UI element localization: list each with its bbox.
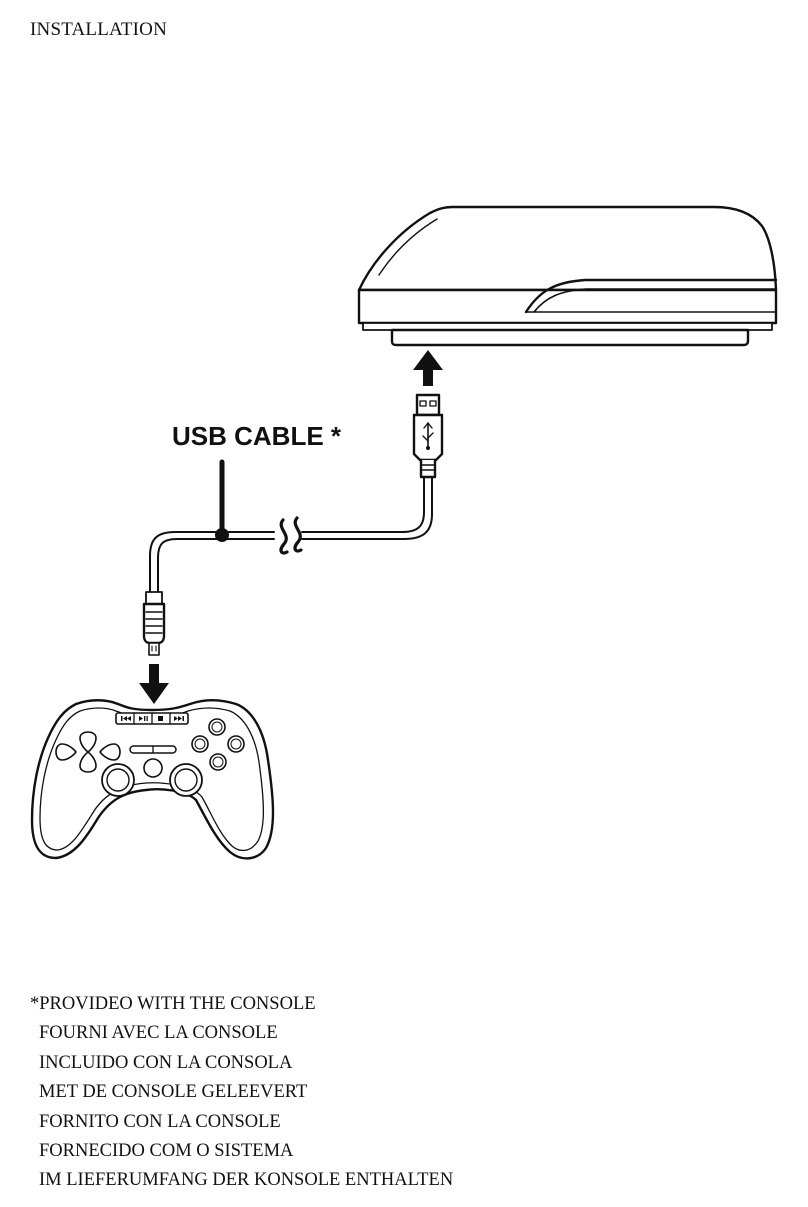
right-thumbstick-icon [169, 763, 203, 797]
stop-icon [158, 716, 163, 721]
note-line: FORNECIDO COM O SISTEMA [39, 1141, 294, 1162]
usb-cable-label: USB CABLE * [172, 421, 342, 451]
dpad-icon [55, 731, 121, 773]
left-thumbstick-icon [101, 763, 135, 797]
note-line: FORNITO CON LA CONSOLE [39, 1111, 281, 1132]
previous-track-icon [121, 716, 131, 721]
note-line: *PROVIDEO WITH THE CONSOLE [30, 994, 316, 1014]
next-track-icon [174, 716, 184, 721]
mini-usb-plug-icon [142, 591, 166, 656]
console-icon [357, 205, 778, 347]
note-line: IM LIEFERUMFANG DER KONSOLE ENTHALTEN [39, 1170, 454, 1191]
down-arrow-icon [139, 664, 169, 704]
usb-cable [149, 459, 433, 593]
note-line: FOURNI AVEC LA CONSOLE [39, 1023, 278, 1044]
note-line: INCLUIDO CON LA CONSOLA [39, 1052, 293, 1073]
gamepad-icon [30, 699, 275, 860]
usb-plug-icon [412, 393, 444, 479]
play-pause-icon [139, 716, 148, 721]
home-button-icon [143, 758, 163, 778]
page-title: INSTALLATION [30, 19, 168, 40]
notes-block: *PROVIDEO WITH THE CONSOLE FOURNI AVEC L… [30, 990, 453, 1196]
installation-diagram: USB CABLE * [30, 205, 778, 860]
note-line: MET DE CONSOLE GELEEVERT [39, 1082, 308, 1103]
face-buttons-icon [191, 718, 245, 771]
up-arrow-icon [413, 350, 443, 386]
